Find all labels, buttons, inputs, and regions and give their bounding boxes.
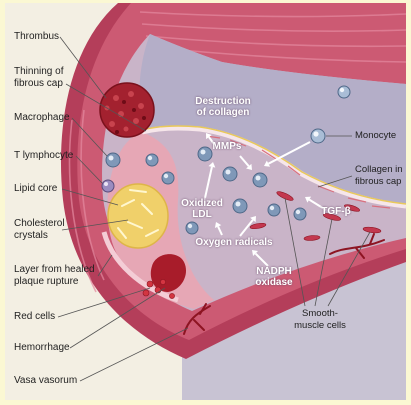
lipid-core [108,184,168,248]
label-lipid-core: Lipid core [14,183,57,195]
monocyte-cell [311,129,325,143]
label-oxidized-ldl: Oxidized LDL [178,198,226,220]
label-monocyte: Monocyte [355,130,396,142]
label-collagen-fibrous-cap: Collagen in fibrous cap [355,164,403,188]
label-tgf-beta: TGF-β [318,206,354,217]
macrophage-cell [146,154,158,166]
label-mmps: MMPs [210,141,244,152]
label-oxygen-radicals: Oxygen radicals [190,237,278,248]
label-thinning-fibrous-cap: Thinning of fibrous cap [14,66,63,90]
macrophage-cell [106,153,120,167]
macrophage-cell [223,167,237,181]
macrophage-cell [233,199,247,213]
label-smooth-muscle-cells: Smooth- muscle cells [286,308,354,332]
monocyte-cell [338,86,350,98]
label-t-lymphocyte: T lymphocyte [14,150,73,162]
macrophage-cell [186,222,198,234]
t-lymphocyte [102,180,114,192]
label-red-cells: Red cells [14,311,55,323]
thrombus [100,83,154,137]
label-cholesterol-crystals: Cholesterol crystals [14,218,65,242]
label-nadph-oxidase: NADPH oxidase [250,266,298,288]
label-thrombus: Thrombus [14,31,59,43]
macrophage-cell [268,204,280,216]
macrophage-cell [162,172,174,184]
label-healed-layer: Layer from healed plaque rupture [14,264,95,288]
macrophage-cell [294,208,306,220]
label-destruction-collagen: Destruction of collagen [186,96,260,118]
label-vasa-vasorum: Vasa vasorum [14,375,77,387]
label-hemorrhage: Hemorrhage [14,342,70,354]
macrophage-cell [253,173,267,187]
label-macrophage: Macrophage [14,112,70,124]
